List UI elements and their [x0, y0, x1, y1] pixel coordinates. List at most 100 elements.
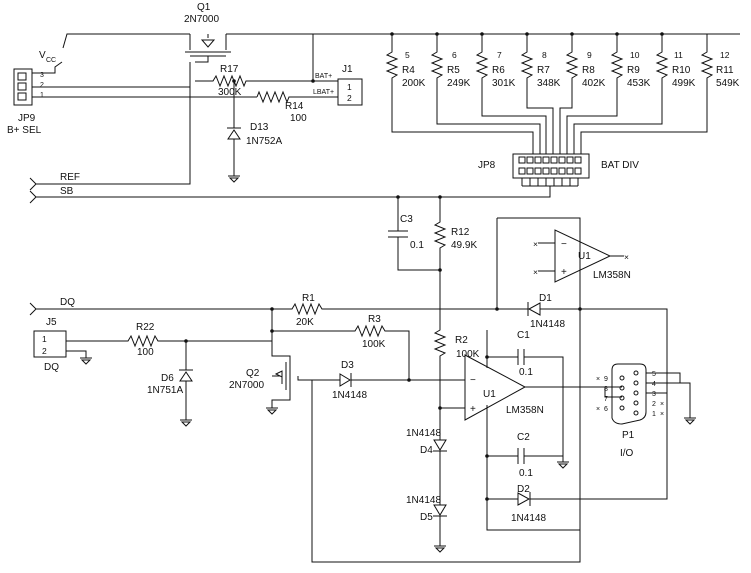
- d6-zener: D6 1N751A: [147, 341, 193, 427]
- divider-r5-ref: R5: [447, 65, 460, 76]
- p1-nc-6: ×: [596, 406, 600, 413]
- divider-r6-value: 301K: [492, 78, 516, 89]
- jp9-pin-3: 3: [40, 72, 44, 79]
- d13-zener: D13 1N752A: [227, 81, 282, 183]
- vcc-subscript: CC: [46, 57, 56, 64]
- p1-pin-6: 6: [604, 406, 608, 413]
- j1-pin-1: 1: [347, 82, 352, 92]
- d3-part: 1N4148: [332, 390, 367, 401]
- c3-value: 0.1: [410, 240, 424, 251]
- divider-r8: 9 R8 402K: [559, 34, 606, 154]
- divider-r10: 11 R10 499K: [573, 34, 696, 154]
- d2-part: 1N4148: [511, 513, 546, 524]
- p1-nc-1: ×: [660, 411, 664, 418]
- r22-resistor: R22 100: [66, 322, 273, 358]
- vcc-label: V CC: [36, 50, 63, 74]
- jp9-header: 3 2 1 JP9 B+ SEL: [7, 62, 257, 136]
- p1-db9-connector: 9 8 7 6 5 4 3 2 1 × × × × P1 I/O: [596, 363, 696, 459]
- d5-part: 1N4148: [406, 495, 441, 506]
- divider-r4-ref: R4: [402, 65, 415, 76]
- divider-r11-pin: 12: [720, 50, 730, 60]
- j5-connector: J5 1 2 DQ: [33, 317, 92, 373]
- divider-r4-pin: 5: [405, 50, 410, 60]
- divider-r10-ref: R10: [672, 65, 691, 76]
- d3-ref: D3: [341, 360, 354, 371]
- r1-ref: R1: [302, 293, 315, 304]
- c2-value: 0.1: [519, 468, 533, 479]
- d13-part: 1N752A: [246, 136, 282, 147]
- r14-value: 100: [290, 113, 307, 124]
- u1-top-plus: +: [561, 267, 567, 278]
- divider-r7: 8 R7 348K: [520, 34, 561, 154]
- divider-r11: 12 R11 549K: [580, 34, 740, 154]
- p1-pin-4: 4: [652, 381, 656, 388]
- d5-diode: 1N4148 D5: [406, 495, 447, 553]
- p1-pin-9: 9: [604, 376, 608, 383]
- d6-part: 1N751A: [147, 385, 183, 396]
- r17-value: 300K: [218, 87, 242, 98]
- divider-r9: 10 R9 453K: [566, 34, 651, 154]
- q2-ref: Q2: [246, 368, 260, 379]
- c1-ref: C1: [517, 330, 530, 341]
- q1-part: 2N7000: [184, 14, 219, 25]
- divider-r4-value: 200K: [402, 78, 426, 89]
- c3-capacitor: C3 0.1: [388, 197, 440, 271]
- p1-pin-3: 3: [652, 391, 656, 398]
- divider-r5-pin: 6: [452, 50, 457, 60]
- p1-pin-7: 7: [604, 396, 608, 403]
- jp8-pins: [518, 156, 582, 175]
- r22-value: 100: [137, 347, 154, 358]
- q1-ref: Q1: [197, 2, 211, 13]
- p1-pin-5: 5: [652, 371, 656, 378]
- r1-value: 20K: [296, 317, 314, 328]
- divider-r11-ref: R11: [716, 65, 734, 76]
- u1-main-plus: +: [470, 404, 476, 415]
- divider-r7-pin: 8: [542, 50, 547, 60]
- d1-ref: D1: [539, 293, 552, 304]
- d4-ref: D4: [420, 445, 433, 456]
- d6-ref: D6: [161, 373, 174, 384]
- p1-ref: P1: [622, 430, 635, 441]
- jp9-pin-2: 2: [40, 82, 44, 89]
- p1-pin-1: 1: [652, 411, 656, 418]
- divider-r10-pin: 11: [674, 50, 683, 60]
- c2-ref: C2: [517, 432, 530, 443]
- r17-ref: R17: [220, 64, 239, 75]
- r12-resistor: R12 49.9K: [433, 197, 477, 300]
- divider-r11-value: 549K: [716, 78, 740, 89]
- p1-pin-2: 2: [652, 401, 656, 408]
- divider-r4: 5 R4 200K: [385, 34, 534, 154]
- j5-pin-1: 1: [42, 334, 47, 344]
- d2-diode: D2 1N4148: [485, 402, 668, 524]
- r14-resistor: R14 100: [256, 34, 338, 124]
- c1-capacitor: C1 0.1: [517, 330, 533, 378]
- net-sb-label: SB: [60, 186, 74, 197]
- j1-net-bottom: LBAT+: [313, 89, 334, 96]
- divider-r7-value: 348K: [537, 78, 561, 89]
- jp8-ref: JP8: [478, 160, 496, 171]
- u1-top-nc-1: ×: [533, 239, 538, 249]
- divider-r8-pin: 9: [587, 50, 592, 60]
- j5-name: DQ: [44, 362, 59, 373]
- d4-part: 1N4148: [406, 428, 441, 439]
- divider-r7-ref: R7: [537, 65, 550, 76]
- u1-top-ref: U1: [578, 251, 591, 262]
- d2-ref: D2: [517, 484, 530, 495]
- divider-r10-value: 499K: [672, 78, 696, 89]
- c2-capacitor: C2 0.1: [485, 432, 563, 479]
- net-dq-label: DQ: [60, 297, 75, 308]
- q2-part: 2N7000: [229, 380, 264, 391]
- jp8-name: BAT DIV: [601, 160, 639, 171]
- d13-ref: D13: [250, 122, 269, 133]
- r12-ref: R12: [451, 227, 470, 238]
- c3-ref: C3: [400, 214, 413, 225]
- d4-diode: 1N4148 D4: [406, 428, 447, 505]
- jp9-name: B+ SEL: [7, 125, 42, 136]
- u1-main-opamp: − + U1 LM358N: [409, 309, 605, 531]
- dq-net: DQ: [29, 297, 274, 316]
- j1-ref: J1: [342, 64, 353, 75]
- divider-r6: 7 R6 301K: [475, 34, 547, 154]
- u1-top-nc-3: ×: [624, 252, 629, 262]
- u1-top-nc-2: ×: [533, 267, 538, 277]
